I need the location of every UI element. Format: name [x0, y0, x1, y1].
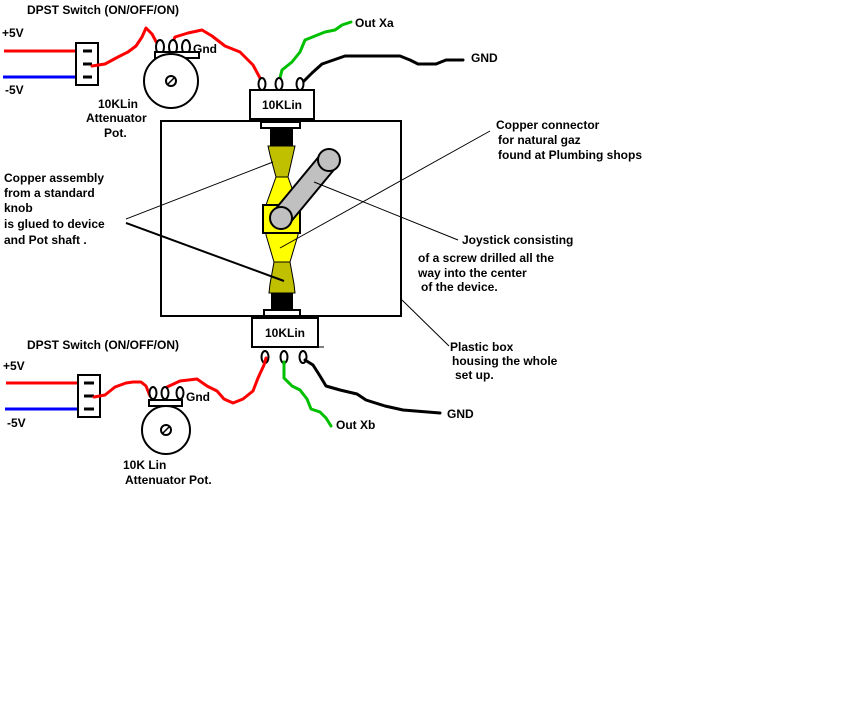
top-red-wire-2 [170, 28, 265, 87]
bottom-attenuator-label-1: 10K Lin [123, 458, 166, 472]
top-ground-label: GND [471, 51, 498, 65]
annotation-line: for natural gaz [498, 133, 581, 147]
bottom-switch-title: DPST Switch (ON/OFF/ON) [27, 338, 179, 352]
top-out-label: Out Xa [355, 16, 394, 30]
annotation-line: found at Plumbing shops [498, 148, 642, 162]
annotation-line: of the device. [421, 280, 498, 294]
top-circuit: DPST Switch (ON/OFF/ON) +5V -5V Gnd 10KL… [2, 3, 498, 140]
bottom-attenuator-pot [141, 386, 191, 455]
top-copper-assembly [267, 145, 296, 178]
bottom-attenuator-label-2: Attenuator Pot. [125, 473, 212, 487]
joystick-annotation: Joystick consisting of a screw drilled a… [313, 181, 573, 294]
bottom-ground-label: GND [447, 407, 474, 421]
top-ground-wire [301, 54, 465, 84]
joystick-device [260, 121, 341, 317]
bottom-out-label: Out Xb [336, 418, 375, 432]
joystick-pivot [269, 206, 293, 230]
annotation-line: from a standard [4, 186, 95, 200]
top-dpst-switch [75, 42, 99, 86]
annotation-line: Joystick consisting [462, 233, 573, 247]
bottom-plus-label: +5V [3, 359, 25, 373]
bottom-red-wire-1 [92, 380, 152, 399]
joystick-lever [272, 151, 338, 227]
top-attenuator-label-2: Attenuator [86, 111, 147, 125]
annotation-line: is glued to device [4, 217, 105, 231]
top-main-pot [249, 77, 315, 120]
annotation-line: of a screw drilled all the [418, 251, 554, 265]
copper-assembly-annotation: Copper assembly from a standard knob is … [4, 161, 285, 282]
top-main-pot-label: 10KLin [262, 98, 302, 112]
annotation-line: way into the center [417, 266, 527, 280]
annotation-line: Plastic box [450, 340, 514, 354]
top-attenuator-label-1: 10KLin [98, 97, 138, 111]
top-plus-label: +5V [2, 26, 24, 40]
copper-connector-annotation: Copper connector for natural gaz found a… [279, 118, 642, 249]
top-gnd-label: Gnd [193, 42, 217, 56]
bottom-minus-label: -5V [7, 416, 26, 430]
top-output-wire [277, 20, 353, 84]
top-attenuator-pot [143, 39, 200, 109]
annotation-line: Copper connector [496, 118, 600, 132]
plastic-box-annotation: Plastic box housing the whole set up. [401, 299, 558, 382]
bottom-red-wire-2 [162, 356, 268, 405]
bottom-ground-wire [303, 358, 442, 415]
top-switch-title: DPST Switch (ON/OFF/ON) [27, 3, 179, 17]
bottom-pot-bushing [263, 309, 301, 317]
bottom-circuit: 10KLin DPST Switch (ON/OFF/ON) +5V -5V G… [3, 317, 474, 487]
bottom-copper-assembly [268, 261, 296, 294]
annotation-line: knob [4, 201, 33, 215]
bottom-pot-shaft [271, 293, 293, 310]
top-pot-bushing [260, 121, 301, 129]
bottom-main-pot [251, 317, 324, 364]
bottom-output-wire [282, 360, 333, 428]
joystick-lever-tip [317, 148, 341, 172]
top-minus-label: -5V [5, 83, 24, 97]
top-red-wire-1 [90, 26, 161, 68]
annotation-line: Copper assembly [4, 171, 104, 185]
bottom-main-pot-label: 10KLin [265, 326, 305, 340]
top-pot-shaft [270, 128, 293, 148]
annotation-line: housing the whole [452, 354, 558, 368]
bottom-gnd-label: Gnd [186, 390, 210, 404]
annotation-line: set up. [455, 368, 494, 382]
annotation-line: and Pot shaft . [4, 233, 87, 247]
top-attenuator-label-3: Pot. [104, 126, 127, 140]
